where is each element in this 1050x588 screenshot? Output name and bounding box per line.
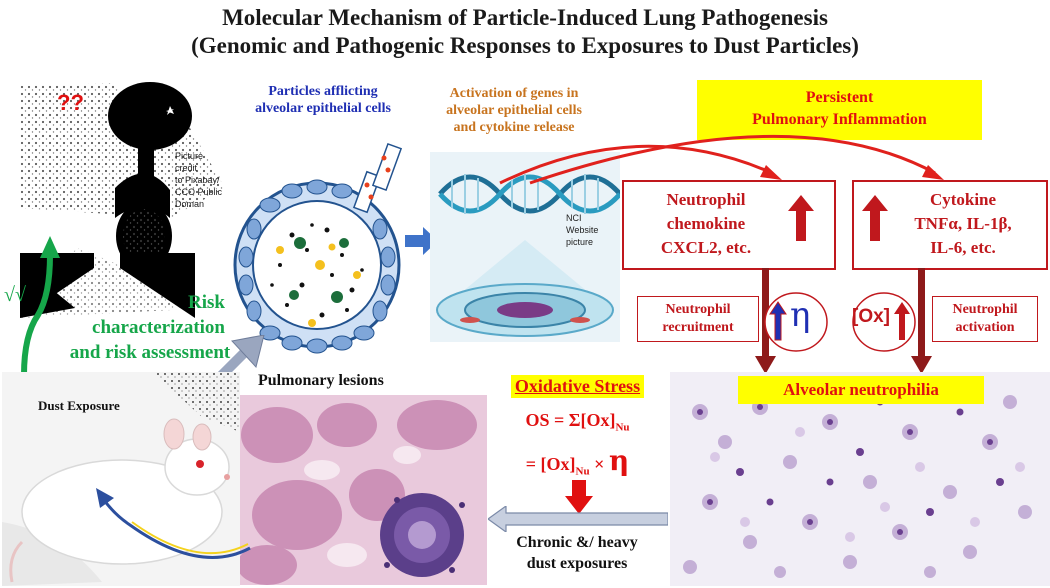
ox-circle	[852, 292, 916, 352]
question-marks: ??	[57, 90, 84, 115]
alveolus-illustration	[233, 142, 403, 354]
ox-symbol: [Ox]	[852, 306, 890, 327]
dust-exposure-label: Dust Exposure	[38, 398, 120, 413]
cytokine-up-arrow-icon	[862, 195, 888, 241]
blue-right-arrow-icon	[405, 227, 438, 255]
curved-return-arrow-icon	[96, 488, 251, 559]
title-line-1: Molecular Mechanism of Particle-Induced …	[222, 5, 828, 30]
grey-left-arrow-icon	[488, 506, 668, 532]
red-down-arrow-icon	[565, 480, 593, 514]
check-marks: √√	[4, 284, 26, 306]
os-equation-line1: OS = Σ[Ox]Nu	[525, 410, 630, 434]
eta-circle	[764, 292, 828, 352]
green-upward-arrow-icon	[21, 236, 60, 376]
chemokine-up-arrow-icon	[788, 195, 814, 241]
red-curved-arrows	[499, 134, 944, 185]
alveolar-neutrophilia-label: Alveolar neutrophilia	[738, 376, 984, 404]
lung-histology-image	[237, 395, 487, 585]
oxidative-stress-title: Oxidative Stress	[510, 375, 645, 398]
risk-characterization-label: Risk characterization and risk assessmen…	[69, 292, 231, 363]
neutrophil-micrograph-image	[670, 372, 1050, 586]
downward-arrows	[755, 268, 932, 374]
eta-symbol: η	[790, 295, 811, 335]
title-line-2: (Genomic and Pathogenic Responses to Exp…	[191, 33, 859, 58]
pulmonary-lesions-label: Pulmonary lesions	[258, 372, 384, 389]
oxidative-stress-block: Oxidative Stress OS = Σ[Ox]Nu = [Ox]Nu ×…	[490, 375, 665, 477]
rat-dust-exposure-illustration	[2, 372, 240, 586]
dna-cell-illustration	[430, 152, 620, 342]
os-equation-line2: = [Ox]Nu × η	[525, 443, 630, 478]
